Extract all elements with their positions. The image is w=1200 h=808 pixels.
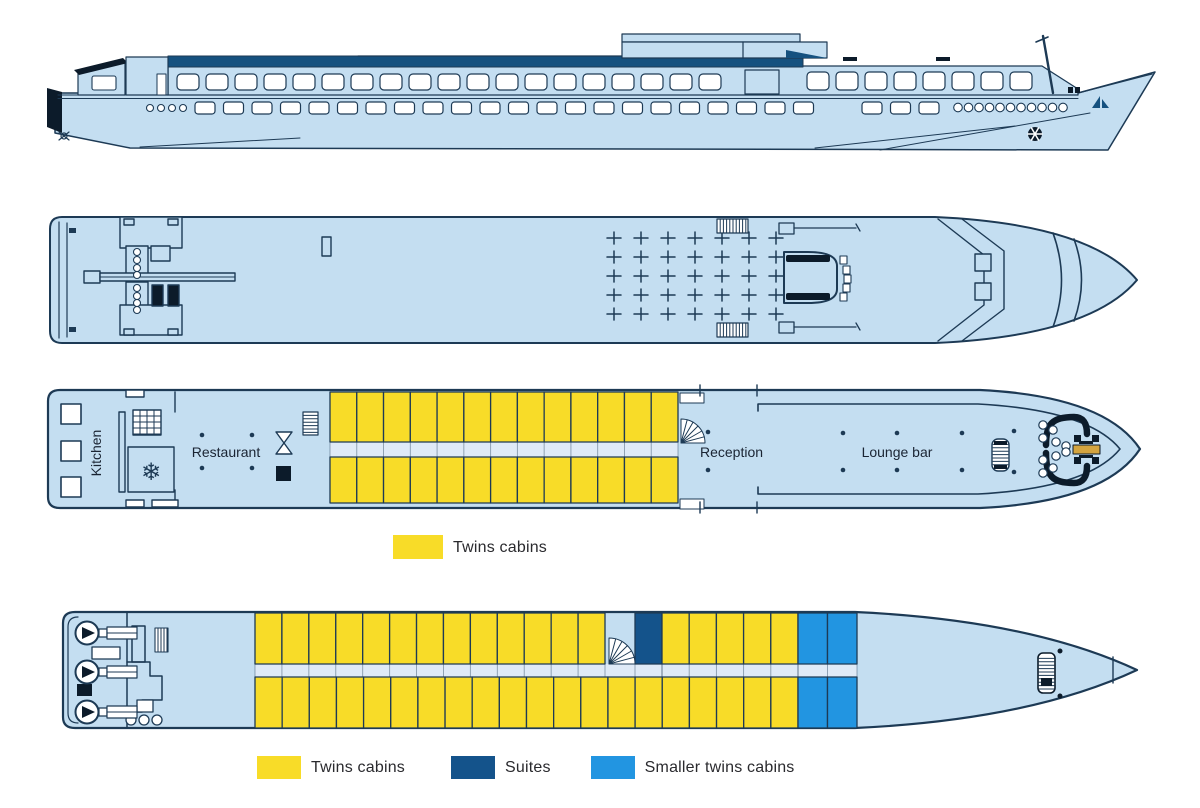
legend-item-smaller-twins: Smaller twins cabins — [590, 756, 795, 779]
bow-seating — [1038, 413, 1101, 487]
lounge-inner-wall — [757, 403, 1121, 495]
side-door — [744, 69, 780, 95]
flag-icon — [1092, 96, 1109, 108]
deck-line — [57, 94, 1079, 100]
restaurant-deck-plan: ❄ Kitchen Restaurant Reception Lounge ba… — [46, 384, 1142, 514]
hull-lines — [139, 112, 1091, 151]
bar-counter — [991, 438, 1010, 472]
snowflake-icon: ❄ — [141, 458, 161, 486]
kitchen-label: Kitchen — [88, 430, 104, 477]
bow-table — [1072, 435, 1101, 464]
sun-deck-plan — [49, 216, 1138, 344]
suites-swatch — [451, 756, 495, 779]
porthole-row — [953, 102, 1068, 113]
stove-grid — [132, 409, 162, 436]
bow-windshield-curves — [1052, 232, 1083, 328]
davit-cranes — [778, 222, 861, 334]
engine-unit — [74, 699, 138, 725]
horseshoe-lounge — [783, 251, 852, 304]
spiral-staircase — [680, 418, 706, 444]
bow-equipment — [1068, 87, 1073, 93]
legend-item-twins: Twins cabins — [393, 535, 547, 559]
stairs-hatching — [157, 627, 168, 653]
twins-cabins-swatch — [257, 756, 301, 779]
stern-portholes — [145, 103, 188, 113]
smaller-twins-swatch — [590, 756, 635, 779]
engine-unit — [74, 659, 138, 685]
bow-equipment — [1075, 87, 1080, 93]
stairs-hatching — [302, 414, 319, 433]
sundeck-canopy — [621, 33, 828, 59]
bow-stairs — [1037, 648, 1063, 699]
stairs-hatching — [719, 218, 747, 338]
bow-mast — [1035, 34, 1055, 95]
deck-vent — [936, 57, 950, 61]
restaurant-pillars — [199, 432, 255, 471]
stern-structures — [47, 56, 169, 133]
bow-bulwark — [1077, 73, 1153, 94]
stern-cap-lines — [58, 221, 68, 339]
ship-side-profile — [47, 33, 1156, 151]
pillar — [705, 429, 711, 435]
engines — [74, 620, 138, 725]
pillar — [705, 467, 711, 473]
smaller-twins-label: Smaller twins cabins — [644, 759, 795, 776]
sun-lounger-grid — [606, 231, 784, 321]
twins-cabins-label: Twins cabins — [453, 538, 547, 556]
stairs-bottom — [679, 498, 705, 510]
restaurant-deck-cabins — [329, 391, 679, 504]
deck-hatch — [321, 236, 332, 257]
suites-label: Suites — [505, 759, 551, 776]
twins-cabins-swatch — [393, 535, 443, 559]
restaurant-label: Restaurant — [192, 444, 261, 460]
bow-thruster-icon — [1027, 127, 1043, 141]
stern-windows — [60, 403, 82, 498]
lower-deck-plan — [61, 610, 1139, 730]
spiral-staircase — [608, 637, 636, 665]
bulkhead-ticks — [699, 384, 758, 514]
reception-label: Reception — [700, 444, 763, 460]
stern-tick — [69, 327, 76, 332]
sundeck-stern-structures — [83, 216, 236, 336]
legend-lower-deck: Twins cabins Suites Smaller twins cabins — [257, 756, 795, 779]
upper-window-row — [176, 71, 1033, 91]
twins-cabins-label: Twins cabins — [311, 759, 405, 776]
lower-deck-cabins — [254, 612, 858, 729]
stern-tick — [69, 228, 76, 233]
legend-restaurant-deck: Twins cabins — [393, 535, 547, 559]
service-station — [275, 431, 293, 481]
engine-unit — [74, 620, 138, 646]
stairs-top — [679, 392, 705, 404]
lounge-pillars — [840, 428, 1017, 475]
stern-inner-line — [67, 616, 79, 724]
lounge-bar-label: Lounge bar — [862, 444, 933, 460]
deck-vent — [843, 57, 857, 61]
legend-item-twins: Twins cabins — [257, 756, 405, 779]
bow-walkway — [937, 218, 1005, 342]
legend-item-suites: Suites — [451, 756, 551, 779]
propeller-icon — [58, 131, 70, 141]
lower-window-row — [194, 101, 940, 115]
